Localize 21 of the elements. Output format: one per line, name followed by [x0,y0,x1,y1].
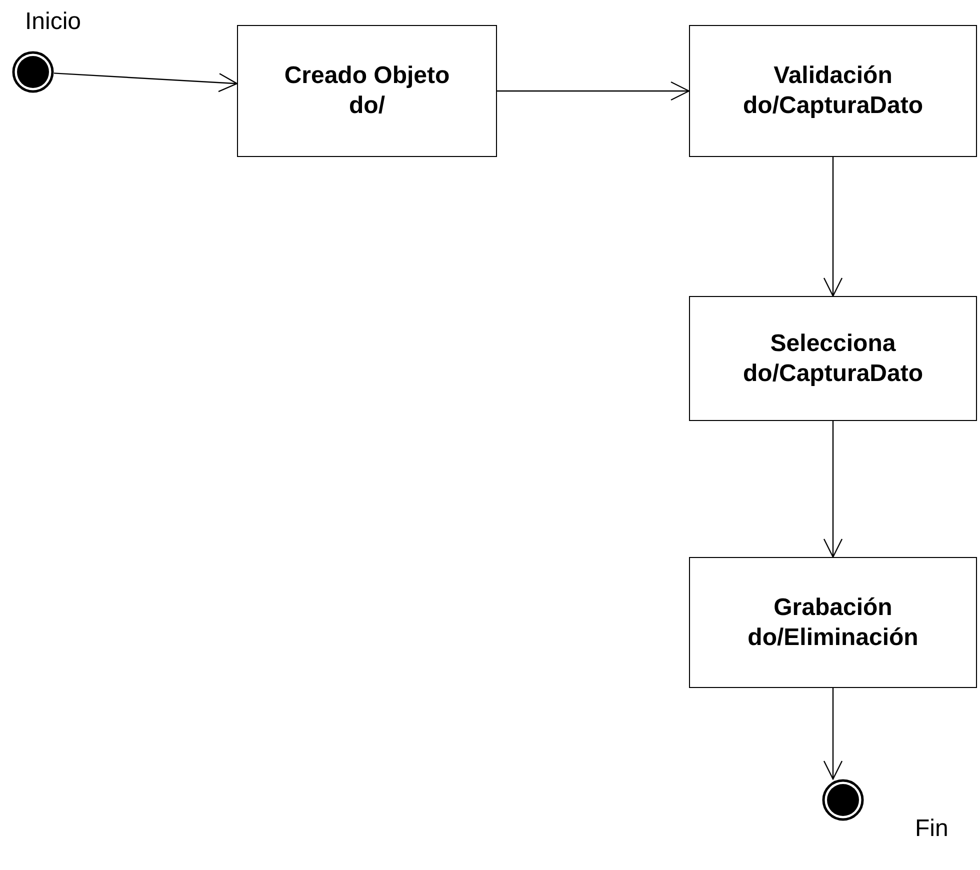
state-name: Selecciona [770,328,896,358]
transition-arrow [823,421,843,558]
state-action: do/CapturaDato [743,91,923,121]
state-name: Creado Objeto [284,61,450,91]
start-state-icon [12,51,54,93]
transition-arrow [497,81,690,101]
transition-arrow [823,688,843,780]
state-box [689,25,977,157]
state-action: do/CapturaDato [743,358,923,388]
state-action: do/Eliminación [748,622,918,652]
state-label: Inicio [25,8,82,36]
state-name: Validación [774,61,892,91]
state-label: Fin [915,815,948,843]
state-name: Grabación [774,592,892,622]
transition-arrow [54,72,238,92]
state-box [689,557,977,688]
state-box [689,296,977,421]
transition-arrow [823,157,843,297]
state-action: do/ [349,91,385,121]
end-state-icon [822,779,864,821]
state-box [237,25,497,157]
